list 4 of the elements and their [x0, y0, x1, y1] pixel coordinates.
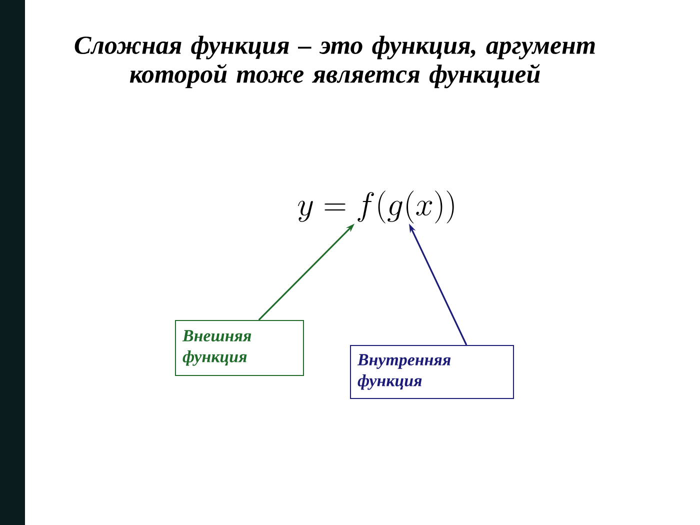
label-box: Внешняя функция [175, 320, 304, 376]
title: Сложная функция – это функция, аргумент которой тоже является функцией [74, 36, 595, 88]
formula: $y = f\biggl(g\biggl(x\biggr)\biggr)$ [298, 190, 454, 224]
label-box: Внутренняя функция [350, 345, 514, 399]
